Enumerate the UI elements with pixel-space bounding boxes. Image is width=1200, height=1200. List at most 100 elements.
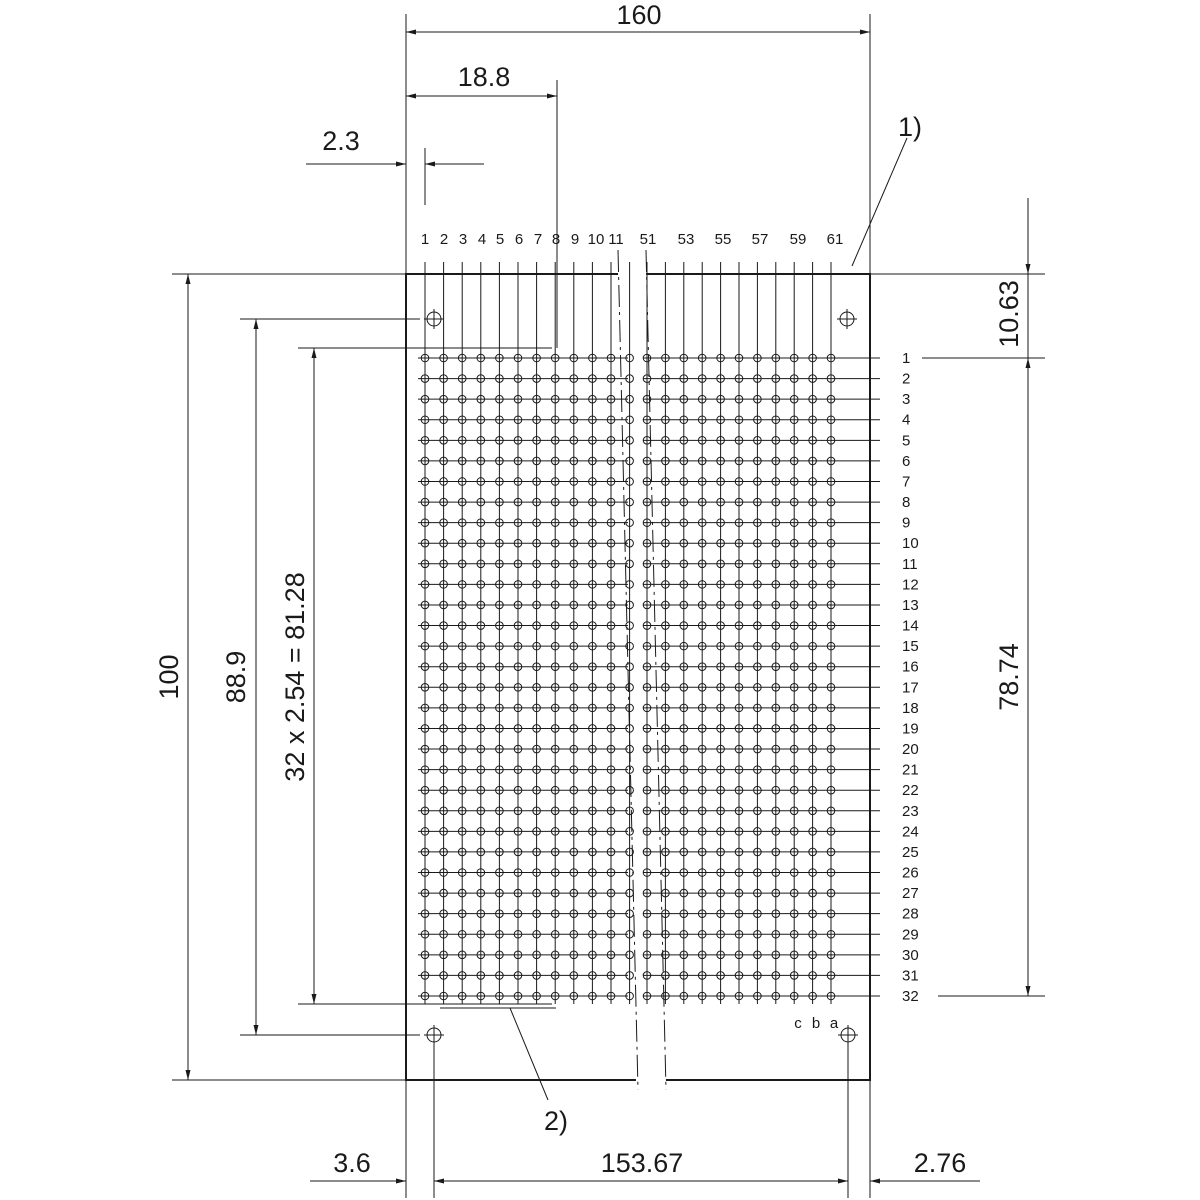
grid-hole [457, 950, 467, 960]
grid-hole [625, 456, 634, 466]
grid-hole [625, 538, 634, 548]
grid-hole [532, 662, 541, 672]
grid-hole [495, 456, 504, 466]
grid-hole [588, 580, 597, 589]
grid-hole [789, 600, 799, 610]
column-label: 3 [459, 231, 467, 248]
grid-hole [753, 847, 762, 857]
grid-hole [642, 888, 652, 898]
grid-hole [679, 929, 689, 939]
connector-row-letters: c b a [794, 1015, 839, 1032]
grid-hole [625, 436, 634, 445]
dimension-row-pitch: 32 x 2.54 = 81.28 [280, 347, 552, 1005]
grid-hole [532, 703, 541, 713]
grid-hole [550, 827, 560, 836]
grid-hole [588, 929, 597, 939]
grid-hole [420, 909, 430, 918]
grid-hole [642, 621, 652, 630]
grid-hole [826, 703, 836, 713]
grid-hole [642, 703, 652, 713]
grid-hole [753, 477, 762, 486]
grid-hole [550, 806, 560, 816]
grid-hole [532, 868, 541, 877]
grid-hole [495, 703, 504, 713]
dimension-label: 160 [616, 0, 661, 30]
grid-hole [420, 806, 430, 816]
grid-hole [625, 765, 634, 774]
grid-hole [439, 559, 448, 569]
grid-hole [588, 415, 597, 425]
row-label: 28 [902, 906, 919, 923]
grid-hole [771, 744, 781, 754]
grid-hole [550, 353, 560, 363]
grid-hole [661, 929, 670, 939]
grid-hole [734, 600, 744, 610]
grid-hole [606, 744, 616, 754]
grid-hole [625, 703, 634, 713]
grid-hole [513, 580, 523, 589]
grid-hole [789, 621, 799, 630]
grid-hole [625, 888, 634, 898]
connector-row-letter: b [812, 1015, 820, 1032]
grid-hole [808, 394, 817, 404]
grid-hole [808, 868, 817, 877]
grid-hole [495, 991, 504, 1001]
grid-hole [642, 827, 652, 836]
grid-hole [753, 682, 762, 692]
grid-hole [476, 538, 486, 548]
grid-hole [789, 724, 799, 733]
grid-hole [808, 497, 817, 507]
grid-hole [826, 580, 836, 589]
grid-hole [661, 456, 670, 466]
grid-hole [826, 662, 836, 672]
grid-hole [697, 991, 707, 1001]
grid-hole [476, 888, 486, 898]
grid-hole [697, 847, 707, 857]
grid-hole [753, 868, 762, 877]
grid-hole [532, 909, 541, 918]
grid-hole [753, 580, 762, 589]
grid-hole [439, 394, 448, 404]
grid-hole [808, 888, 817, 898]
grid-hole [569, 394, 579, 404]
grid-hole [642, 394, 652, 404]
grid-hole [679, 827, 689, 836]
grid-hole [569, 765, 579, 774]
grid-hole [550, 641, 560, 651]
grid-hole [826, 806, 836, 816]
grid-hole [588, 724, 597, 733]
grid-holes [420, 353, 836, 1001]
grid-hole [808, 641, 817, 651]
grid-hole [771, 888, 781, 898]
dimension-label: 100 [154, 654, 184, 699]
grid-hole [457, 744, 467, 754]
grid-hole [826, 415, 836, 425]
grid-hole [420, 415, 430, 425]
grid-hole [679, 785, 689, 795]
grid-hole [420, 703, 430, 713]
grid-hole [808, 682, 817, 692]
grid-hole [808, 703, 817, 713]
grid-hole [420, 662, 430, 672]
grid-hole [679, 868, 689, 877]
grid-hole [513, 662, 523, 672]
grid-hole [826, 394, 836, 404]
grid-hole [789, 703, 799, 713]
grid-hole [716, 641, 725, 651]
grid-hole [753, 538, 762, 548]
grid-hole [495, 909, 504, 918]
grid-hole [457, 456, 467, 466]
grid-hole [532, 827, 541, 836]
grid-hole [734, 950, 744, 960]
grid-hole [661, 374, 670, 383]
grid-hole [439, 662, 448, 672]
grid-hole [716, 785, 725, 795]
grid-hole [457, 394, 467, 404]
grid-hole [661, 497, 670, 507]
grid-hole [439, 477, 448, 486]
grid-hole [457, 415, 467, 425]
grid-hole [476, 806, 486, 816]
grid-hole [495, 806, 504, 816]
grid-hole [753, 971, 762, 980]
